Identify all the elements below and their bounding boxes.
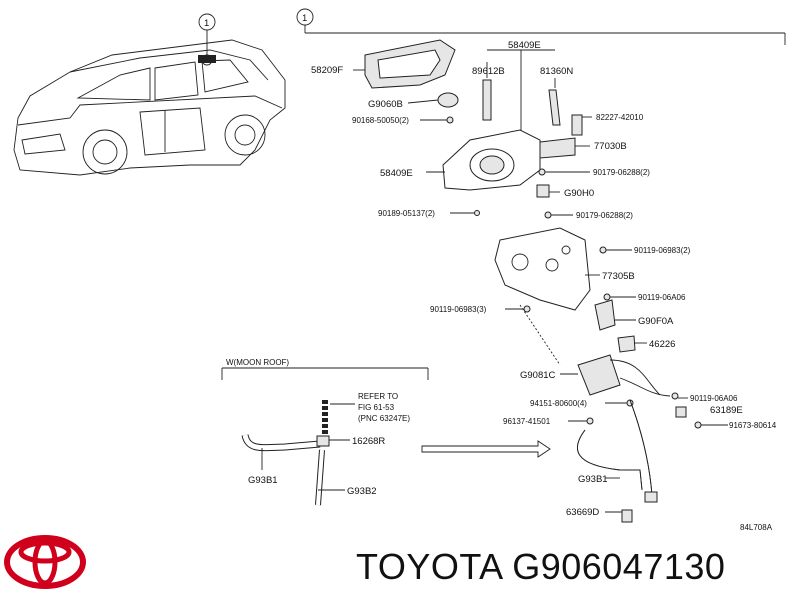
label-G90F0A: G90F0A (638, 316, 674, 327)
inset-refer-line1: REFER TO (358, 392, 398, 401)
label-81360N: 81360N (540, 66, 573, 77)
label-G93B1-main: G93B1 (578, 474, 608, 485)
label-96137: 96137-41501 (503, 417, 551, 426)
footer-part-title: TOYOTA G906047130 (356, 546, 725, 588)
label-90119c: 90119-06983(3) (430, 305, 487, 314)
label-G93B2: G93B2 (347, 486, 377, 497)
label-46226: 46226 (649, 339, 675, 350)
label-89612B: 89612B (472, 66, 505, 77)
label-90119b: 90119-06A06 (638, 293, 686, 302)
label-90179a: 90179-06288(2) (593, 168, 650, 177)
label-90119d: 90119-06A06 (690, 394, 738, 403)
label-G90H0: G90H0 (564, 188, 594, 199)
inset-refer-line3: (PNC 63247E) (358, 414, 410, 423)
inset-refer-line2: FIG 61-53 (358, 403, 395, 412)
label-G9060B: G9060B (368, 99, 403, 110)
label-63669D: 63669D (566, 507, 599, 518)
label-91673: 91673-80614 (729, 421, 777, 430)
brand-name: TOYOTA (356, 546, 502, 587)
label-G9081C: G9081C (520, 370, 556, 381)
inset-title: W(MOON ROOF) (226, 358, 289, 367)
label-63189E: 63189E (710, 405, 743, 416)
label-82227: 82227-42010 (596, 113, 644, 122)
label-90179b: 90179-06288(2) (576, 211, 633, 220)
fuel-lid-parts (353, 39, 728, 523)
parts-group-bracket (296, 8, 786, 45)
callout-circle-car (198, 13, 216, 31)
label-58209F: 58209F (311, 65, 343, 76)
part-number: G906047130 (512, 546, 726, 587)
label-G93B1-inset: G93B1 (248, 475, 278, 486)
diagram-code: 84L708A (740, 523, 773, 532)
label-77305B: 77305B (602, 271, 635, 282)
toyota-logo-icon (4, 535, 86, 589)
label-90189: 90189-05137(2) (378, 209, 435, 218)
label-90119a: 90119-06983(2) (634, 246, 691, 255)
part-labels: 58409E 58209F 89612B 81360N G9060B 82227… (226, 40, 777, 532)
vehicle-illustration (13, 30, 286, 176)
inset-moon-roof (221, 367, 551, 506)
label-77030B: 77030B (594, 141, 627, 152)
label-90168: 90168-50050(2) (352, 116, 409, 125)
label-16268R: 16268R (352, 436, 385, 447)
label-58409E-top: 58409E (508, 40, 541, 51)
callout-number-bracket: 1 (302, 13, 307, 24)
label-58409E: 58409E (380, 168, 413, 179)
callout-number-car: 1 (204, 18, 209, 29)
label-94151: 94151-80600(4) (530, 399, 587, 408)
